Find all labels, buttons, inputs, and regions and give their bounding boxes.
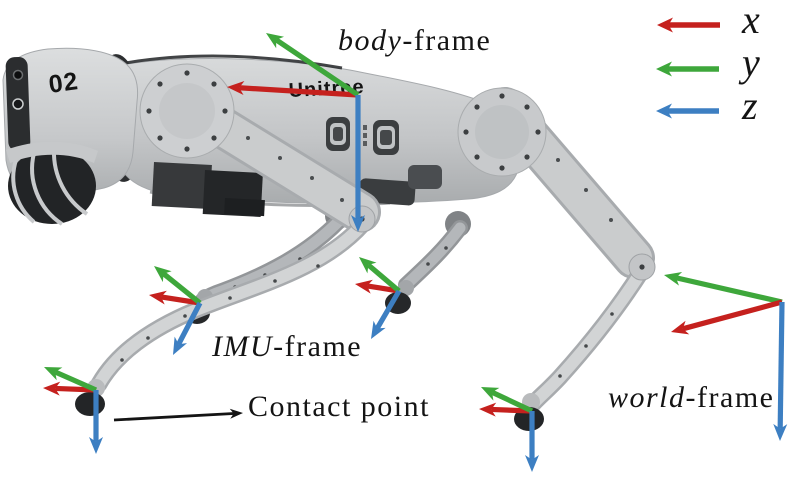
- bolt-dot: [474, 154, 480, 160]
- bolt-dot: [211, 81, 217, 87]
- body-frame-y-arrow-icon: [266, 33, 360, 98]
- bolt-dot: [184, 70, 190, 76]
- contact-front-z-arrow-icon: [89, 390, 103, 454]
- bolt-dot: [499, 165, 505, 171]
- world-frame-label: world-frame: [608, 381, 774, 414]
- body-frame-label-em: body: [338, 24, 402, 57]
- bolt-dot: [146, 336, 150, 340]
- body-frame-label: body-frame: [338, 24, 491, 57]
- world-frame-y-arrow-icon: [664, 271, 783, 305]
- bolt-dot: [474, 104, 480, 110]
- contact-point-callout-arrow-icon: [113, 408, 243, 422]
- contact-rear-y-arrow-icon: [481, 387, 534, 414]
- bolt-dot: [340, 198, 344, 202]
- legend-x-label: x: [741, 0, 760, 42]
- vent-dot: [363, 141, 367, 146]
- bolt-dot: [558, 374, 562, 378]
- robot-illustration: 02: [2, 47, 656, 431]
- rear-lower-leg: [526, 266, 647, 411]
- bolt-dot: [639, 264, 645, 270]
- camera-lens: [12, 69, 24, 81]
- belly-vent: [408, 165, 442, 189]
- bolt-dot: [246, 136, 250, 140]
- bolt-dot: [535, 129, 541, 135]
- shoulder-joint-cap: [159, 83, 215, 139]
- legend-z-arrow-icon: [656, 103, 719, 119]
- imu-frame-label: IMU-frame: [211, 330, 362, 363]
- lidar-rib: [30, 152, 64, 226]
- bolt-dot: [211, 135, 217, 141]
- far-rear-leg: [385, 211, 471, 314]
- imu-frame-rear-x-arrow-icon: [355, 279, 400, 294]
- world-frame-label-suffix: -frame: [686, 381, 775, 414]
- bolt-dot: [444, 246, 448, 250]
- lidar-rib: [11, 159, 36, 224]
- body-frame-z-arrow-icon: [351, 95, 365, 232]
- imu-frame-front-y-arrow-icon: [154, 266, 202, 306]
- sensor-dot: [12, 98, 24, 110]
- bolt-dot: [609, 218, 613, 222]
- imu-frame-front-x-arrow-icon: [149, 290, 201, 306]
- legend-x-arrow-icon: [657, 17, 720, 33]
- contact-front-y-arrow-icon: [44, 367, 98, 393]
- contact-rear-z-arrow-icon: [525, 411, 539, 472]
- bolt-dot: [316, 264, 320, 268]
- belly-equipment: [151, 162, 442, 217]
- unit-number-text: 02: [47, 67, 80, 99]
- legend-z-label: z: [741, 83, 758, 128]
- bolt-dot: [222, 108, 228, 114]
- port-center: [333, 127, 343, 141]
- world-frame-label-em: world: [608, 381, 686, 414]
- bolt-dot: [273, 279, 277, 283]
- bolt-dot: [228, 296, 232, 300]
- bolt-dot: [499, 93, 505, 99]
- imu-frame-rear-y-arrow-icon: [359, 257, 401, 293]
- bolt-dot: [278, 156, 282, 160]
- bolt-dot: [524, 154, 530, 160]
- bolt-dot: [463, 129, 469, 135]
- bolt-dot: [610, 312, 614, 316]
- bolt-dot: [524, 104, 530, 110]
- far-rear-ankle: [398, 280, 414, 296]
- far-rear-lower-leg: [400, 222, 466, 291]
- bolt-dot: [184, 146, 190, 152]
- bolt-dot: [584, 344, 588, 348]
- world-frame-x-arrow-icon: [671, 299, 783, 335]
- hip-joint-cap: [475, 105, 529, 159]
- legend-y-arrow-icon: [656, 61, 719, 77]
- imu-frame-rear-z-arrow-icon: [371, 289, 402, 339]
- bolt-dot: [157, 135, 163, 141]
- world-frame-z-arrow-icon: [773, 301, 788, 441]
- contact-point-label: Contact point: [248, 390, 430, 423]
- body-frame-label-suffix: -frame: [402, 24, 491, 57]
- lidar-rib: [51, 149, 89, 216]
- jaw-band: [6, 141, 98, 163]
- bolt-dot: [584, 188, 588, 192]
- front-foot: [75, 392, 105, 416]
- bolt-dot: [556, 158, 560, 162]
- bolt-dot: [310, 176, 314, 180]
- hip-joint: [457, 87, 547, 177]
- battery-step: [224, 198, 265, 217]
- imu-frame-label-em: IMU: [211, 330, 274, 363]
- battery-pack: [151, 162, 212, 209]
- bolt-dot: [120, 358, 124, 362]
- legend-y-label: y: [738, 40, 760, 85]
- bolt-dot: [183, 314, 187, 318]
- vent-dot: [363, 125, 367, 130]
- imu-frame-front-z-arrow-icon: [173, 301, 203, 355]
- bolt-dot: [157, 81, 163, 87]
- shoulder-joint: [139, 63, 235, 159]
- port-center: [380, 130, 392, 145]
- imu-frame-label-suffix: -frame: [273, 330, 362, 363]
- vent-dot: [363, 133, 367, 138]
- contact-rear-x-arrow-icon: [479, 402, 533, 417]
- body-frame-x-arrow-icon: [227, 81, 359, 98]
- robot-head: 02: [2, 47, 139, 226]
- side-ports: [326, 117, 399, 155]
- bolt-dot: [426, 262, 430, 266]
- bolt-dot: [146, 108, 152, 114]
